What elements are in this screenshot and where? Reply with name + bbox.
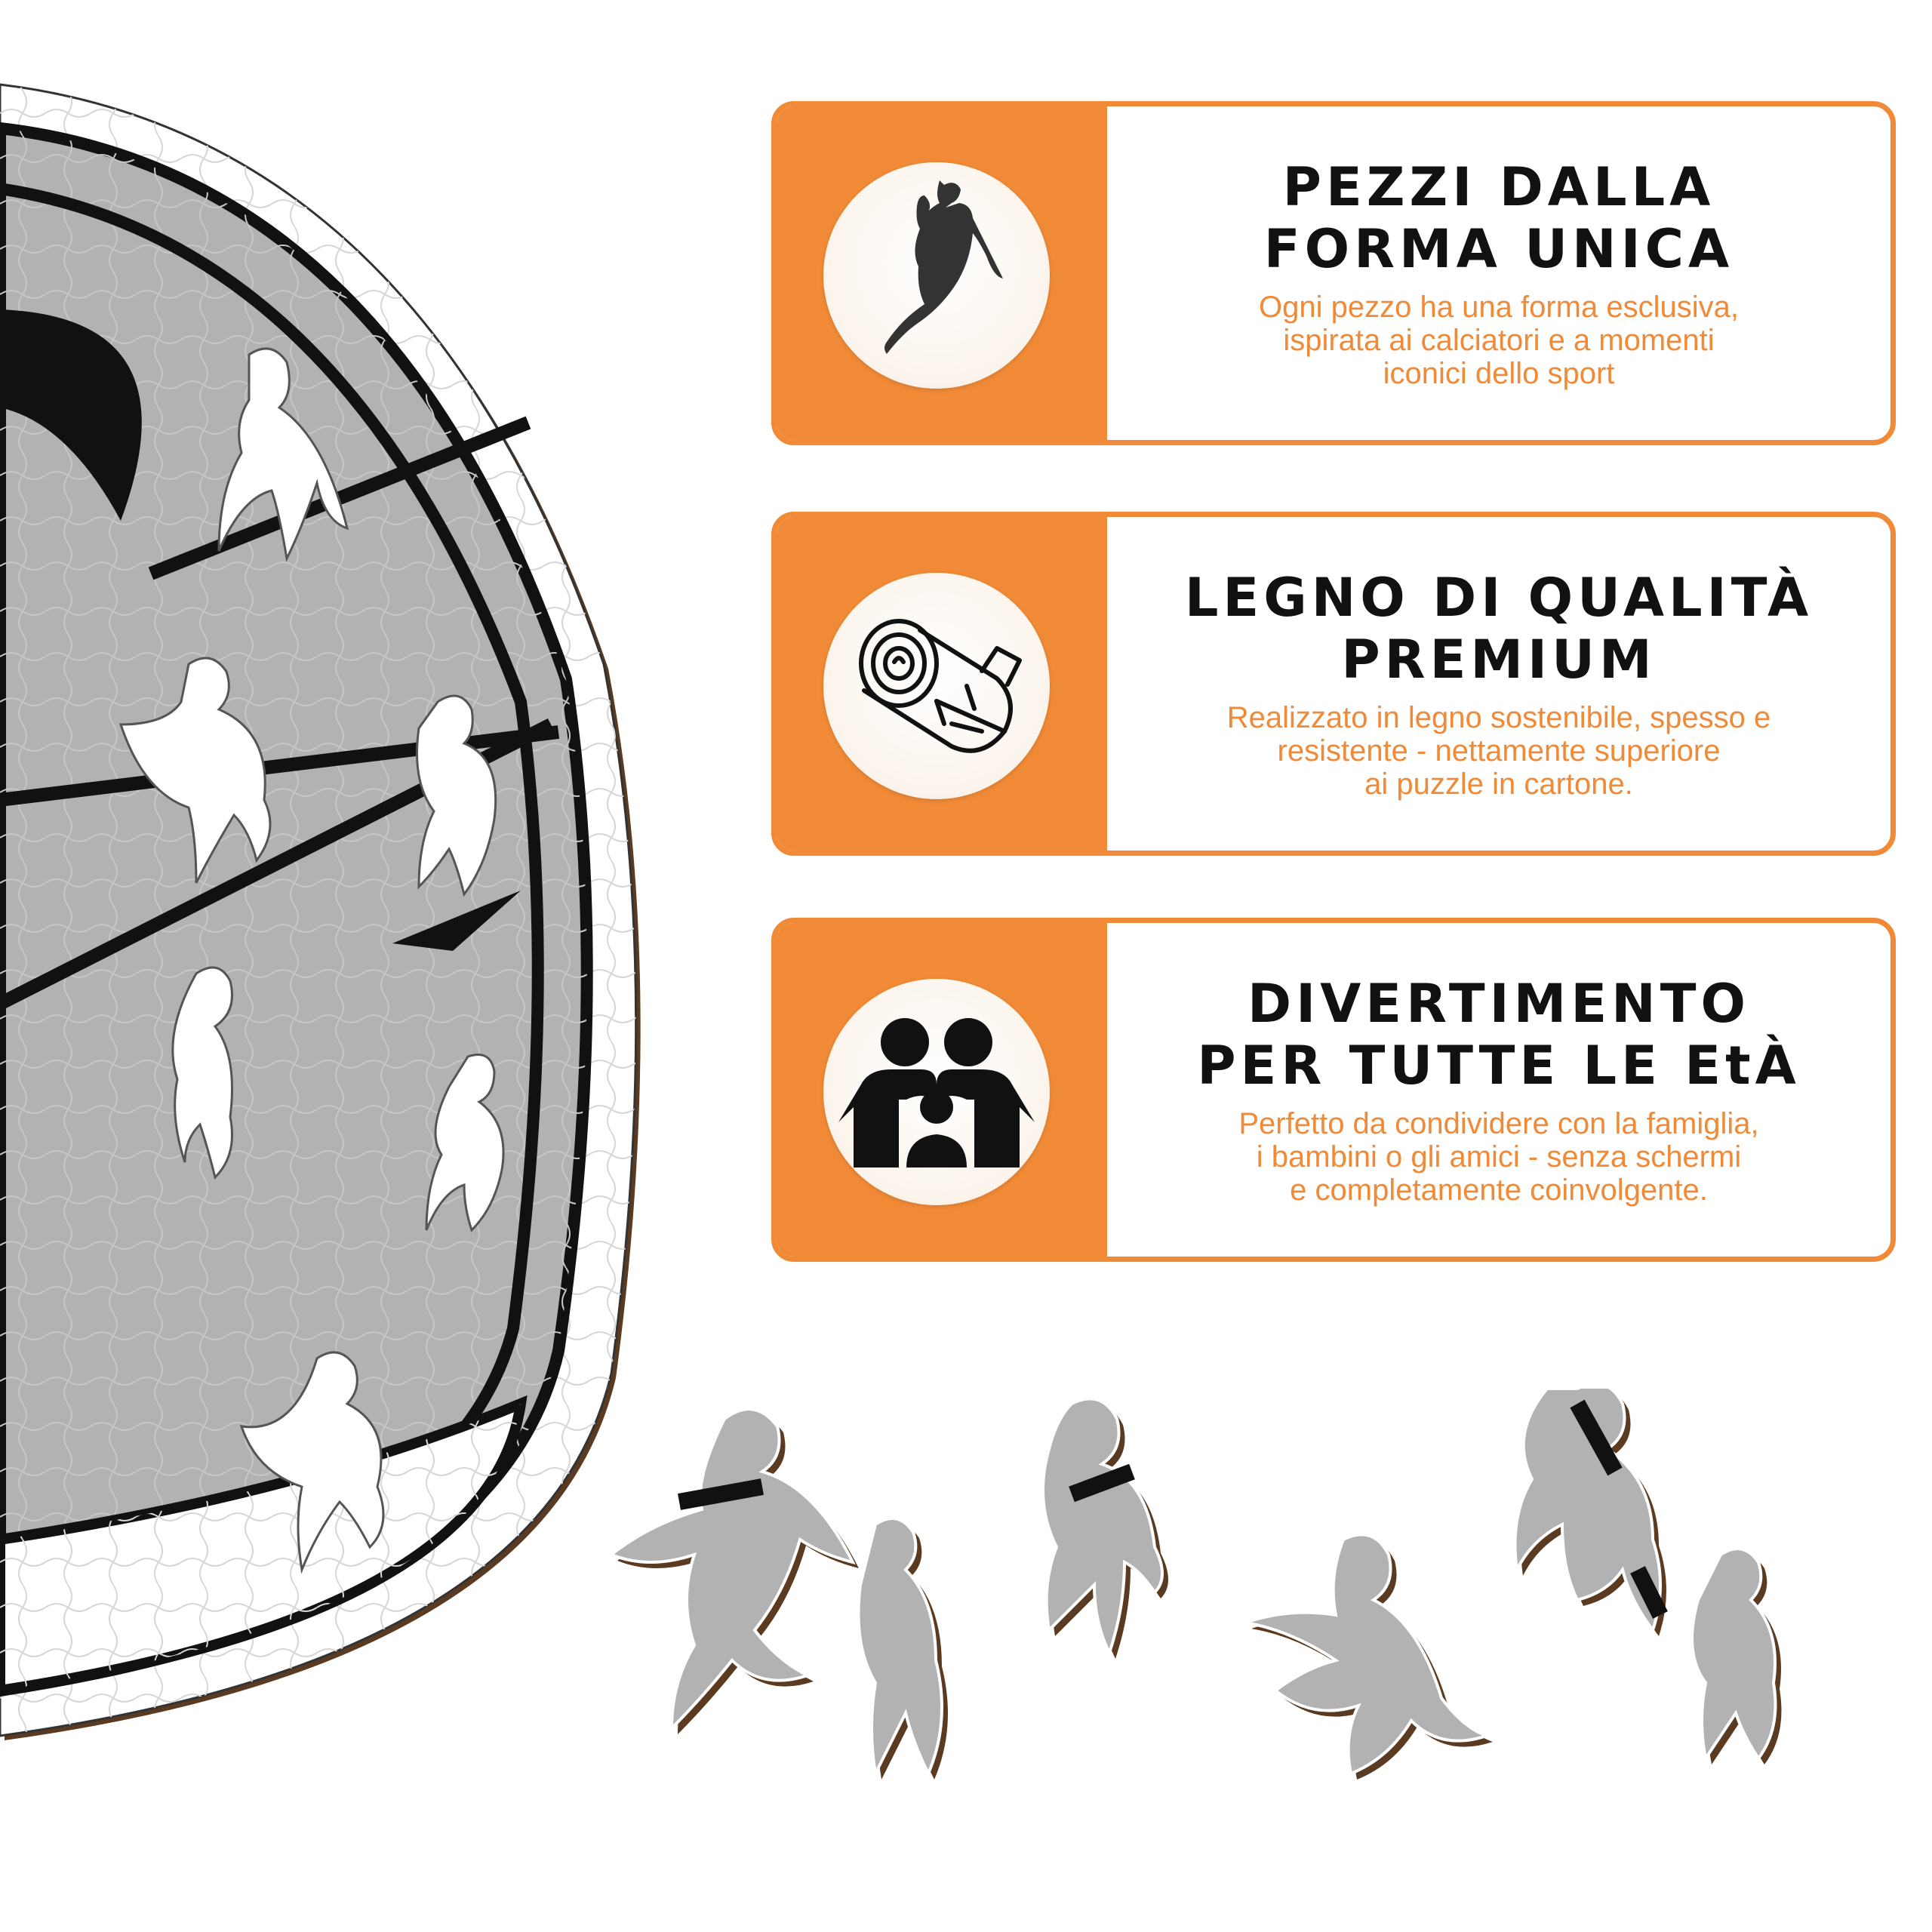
football-puzzle-image bbox=[0, 83, 641, 1740]
feature-description-line: Realizzato in legno sostenibile, spesso … bbox=[1226, 701, 1771, 734]
family-icon bbox=[838, 1018, 1035, 1168]
feature-description: Perfetto da condividere con la famiglia,… bbox=[1238, 1107, 1758, 1207]
wood-log-icon-circle bbox=[823, 573, 1050, 799]
feature-title-line: FORMA UNICA bbox=[1263, 218, 1734, 280]
feature-description-line: resistente - nettamente superiore bbox=[1277, 734, 1721, 768]
feature-card-text: PEZZI DALLA FORMA UNICA Ogni pezzo ha un… bbox=[1107, 106, 1890, 440]
feature-card-premium-wood: LEGNO DI QUALITÀ PREMIUM Realizzato in l… bbox=[771, 512, 1896, 856]
runner-icon bbox=[884, 180, 1003, 354]
feature-description: Ogni pezzo ha una forma esclusiva, ispir… bbox=[1259, 291, 1739, 390]
feature-title-line: LEGNO DI QUALITÀ bbox=[1184, 567, 1814, 629]
feature-title-line: PREMIUM bbox=[1341, 629, 1657, 691]
feature-card-text: DIVERTIMENTO PER TUTTE LE EtÀ Perfetto d… bbox=[1107, 923, 1890, 1257]
loose-player-pieces bbox=[608, 1389, 1782, 1780]
feature-description-line: iconici dello sport bbox=[1383, 357, 1615, 390]
feature-title-line: DIVERTIMENTO bbox=[1247, 973, 1750, 1035]
feature-description-line: i bambini o gli amici - senza schermi bbox=[1256, 1140, 1742, 1174]
feature-card-fun-for-all-ages: DIVERTIMENTO PER TUTTE LE EtÀ Perfetto d… bbox=[771, 918, 1896, 1262]
family-icon-circle bbox=[823, 979, 1050, 1205]
feature-card-unique-pieces: PEZZI DALLA FORMA UNICA Ogni pezzo ha un… bbox=[771, 101, 1896, 445]
feature-description: Realizzato in legno sostenibile, spesso … bbox=[1227, 701, 1770, 801]
feature-description-line: ai puzzle in cartone. bbox=[1364, 768, 1633, 801]
feature-title-line: PER TUTTE LE EtÀ bbox=[1197, 1035, 1801, 1097]
runner-icon-circle bbox=[823, 162, 1050, 389]
feature-description-line: Perfetto da condividere con la famiglia, bbox=[1238, 1107, 1759, 1140]
feature-card-text: LEGNO DI QUALITÀ PREMIUM Realizzato in l… bbox=[1107, 517, 1890, 851]
feature-description-line: e completamente coinvolgente. bbox=[1290, 1174, 1708, 1207]
wood-log-icon bbox=[859, 619, 1022, 753]
feature-title-line: PEZZI DALLA bbox=[1282, 156, 1715, 218]
feature-description-line: Ogni pezzo ha una forma esclusiva, bbox=[1259, 291, 1739, 324]
feature-description-line: ispirata ai calciatori e a momenti bbox=[1283, 324, 1715, 357]
